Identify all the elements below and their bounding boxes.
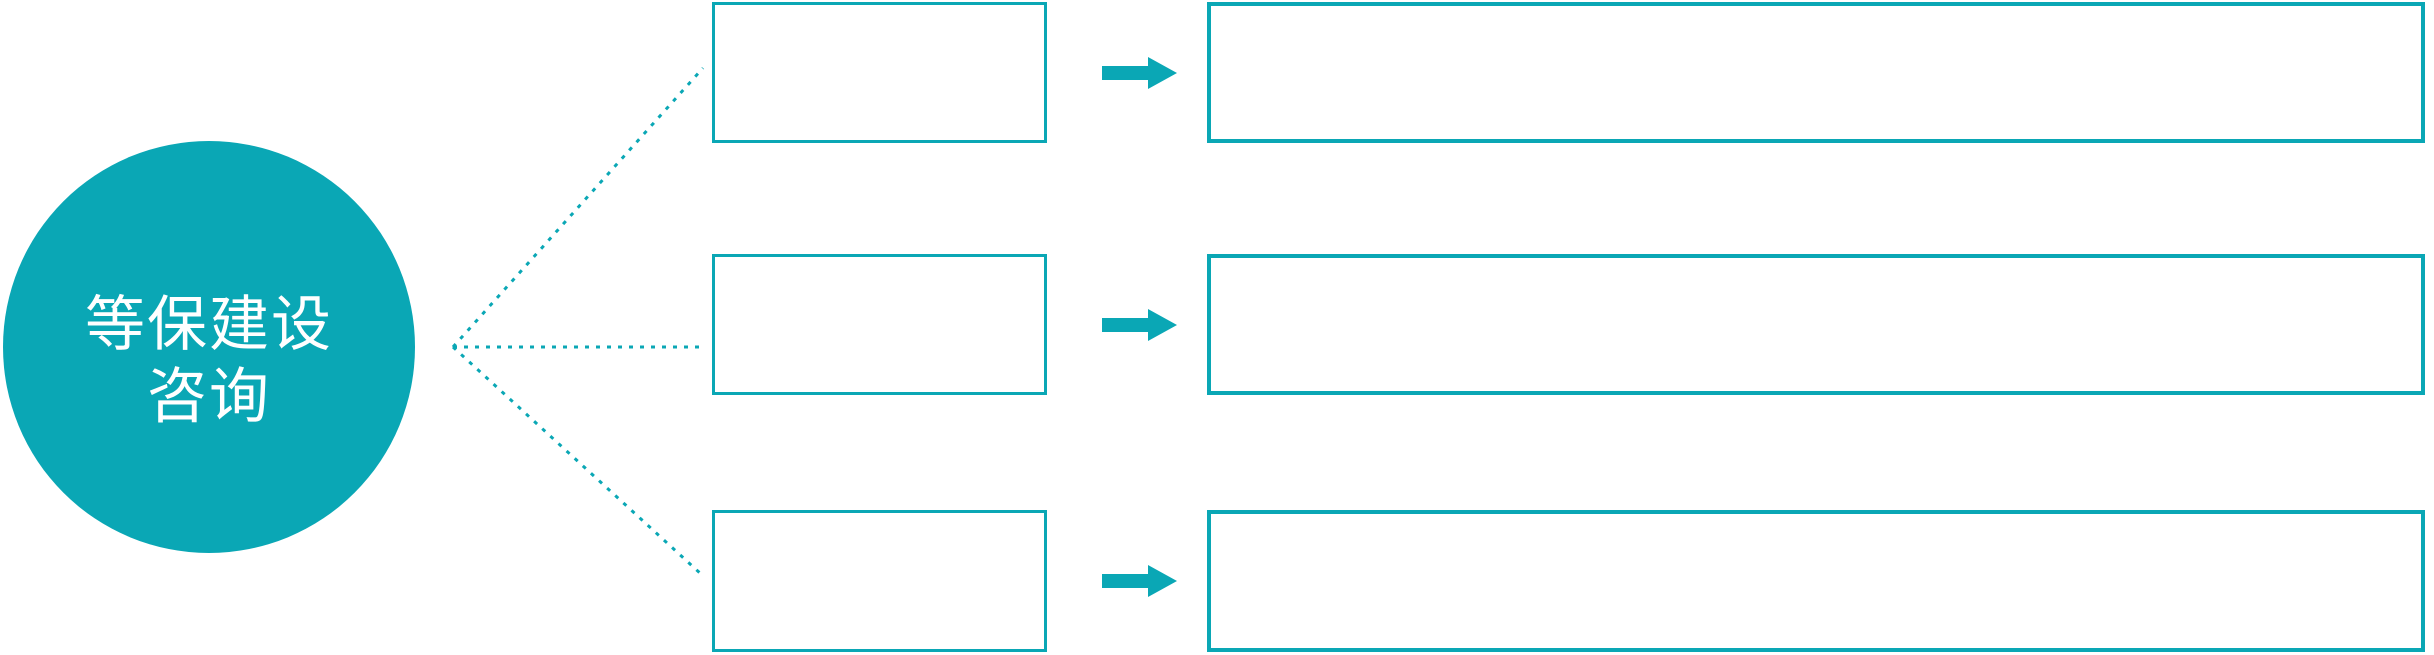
- topic-box-3-text: [715, 513, 1044, 649]
- topic-box-1-text: [715, 5, 1044, 140]
- detail-box-1: [1207, 2, 2425, 143]
- right-arrow-icon: [1102, 565, 1177, 597]
- detail-box-3: [1207, 510, 2425, 652]
- root-node-label-line2: 咨询: [147, 363, 271, 430]
- topic-box-2-text: [715, 257, 1044, 392]
- detail-box-2-text: [1211, 258, 2421, 391]
- detail-box-1-text: [1211, 6, 2421, 139]
- root-node-circle: 等保建设 咨询: [3, 141, 415, 553]
- detail-box-3-text: [1211, 514, 2421, 648]
- branch-row-3: [0, 510, 2434, 652]
- detail-box-2: [1207, 254, 2425, 395]
- right-arrow-icon: [1102, 308, 1177, 341]
- branch-row-1: [0, 2, 2434, 143]
- topic-box-1: [712, 2, 1047, 143]
- topic-box-3: [712, 510, 1047, 652]
- topic-box-2: [712, 254, 1047, 395]
- right-arrow-icon: [1102, 56, 1177, 89]
- branch-row-2: [0, 254, 2434, 395]
- root-node-label-line1: 等保建设: [85, 291, 333, 358]
